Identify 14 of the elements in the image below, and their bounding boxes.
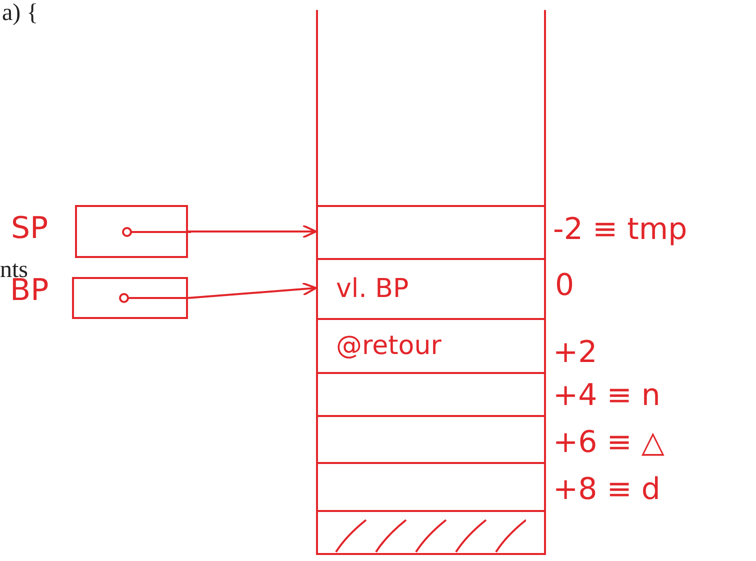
offset-label: +6 ≡ △ [553,425,665,460]
stack-column [316,10,546,555]
stack-base [318,510,544,555]
arrow [188,224,317,238]
slot-text: vl. BP [336,274,409,304]
register-name: SP [11,211,48,246]
offset-label: +8 ≡ d [553,472,660,507]
offset-label: -2 ≡ tmp [553,212,688,247]
arrow [188,282,317,299]
text-fragment: a) { [2,0,38,27]
offset-label: 0 [555,268,574,303]
slot-text: @retour [336,331,442,361]
offset-label: +4 ≡ n [553,378,660,413]
offset-label: +2 [553,335,598,370]
